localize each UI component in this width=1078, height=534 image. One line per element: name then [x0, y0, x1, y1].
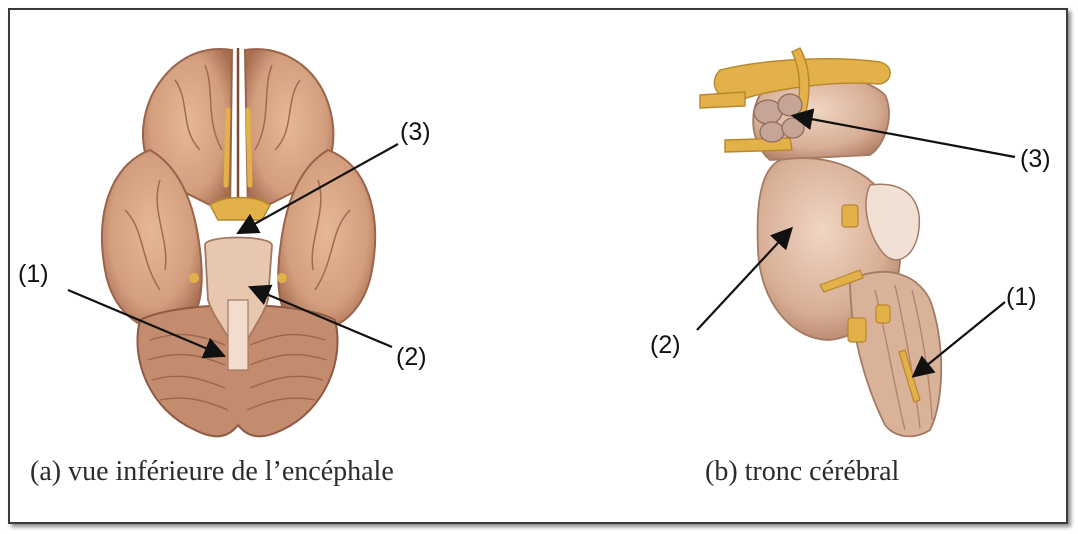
label-b-1: (1) — [1006, 285, 1037, 310]
optic-chiasm — [210, 198, 270, 221]
caption-a: (a) vue inférieure de l’encéphale — [30, 458, 394, 486]
label-b-2: (2) — [650, 333, 681, 358]
caption-b: (b) tronc cérébral — [705, 458, 899, 486]
label-a-3: (3) — [400, 120, 431, 145]
brainstem-lateral-view — [700, 48, 941, 436]
label-a-2: (2) — [396, 345, 427, 370]
colliculi — [754, 94, 804, 142]
nerve-root-left — [189, 273, 199, 283]
brain-inferior-view — [102, 48, 375, 436]
label-a-1: (1) — [18, 262, 49, 287]
nerve-root-right — [277, 273, 287, 283]
label-b-3: (3) — [1020, 147, 1051, 172]
medulla-oblongata — [850, 272, 941, 437]
medulla-a — [228, 300, 248, 370]
